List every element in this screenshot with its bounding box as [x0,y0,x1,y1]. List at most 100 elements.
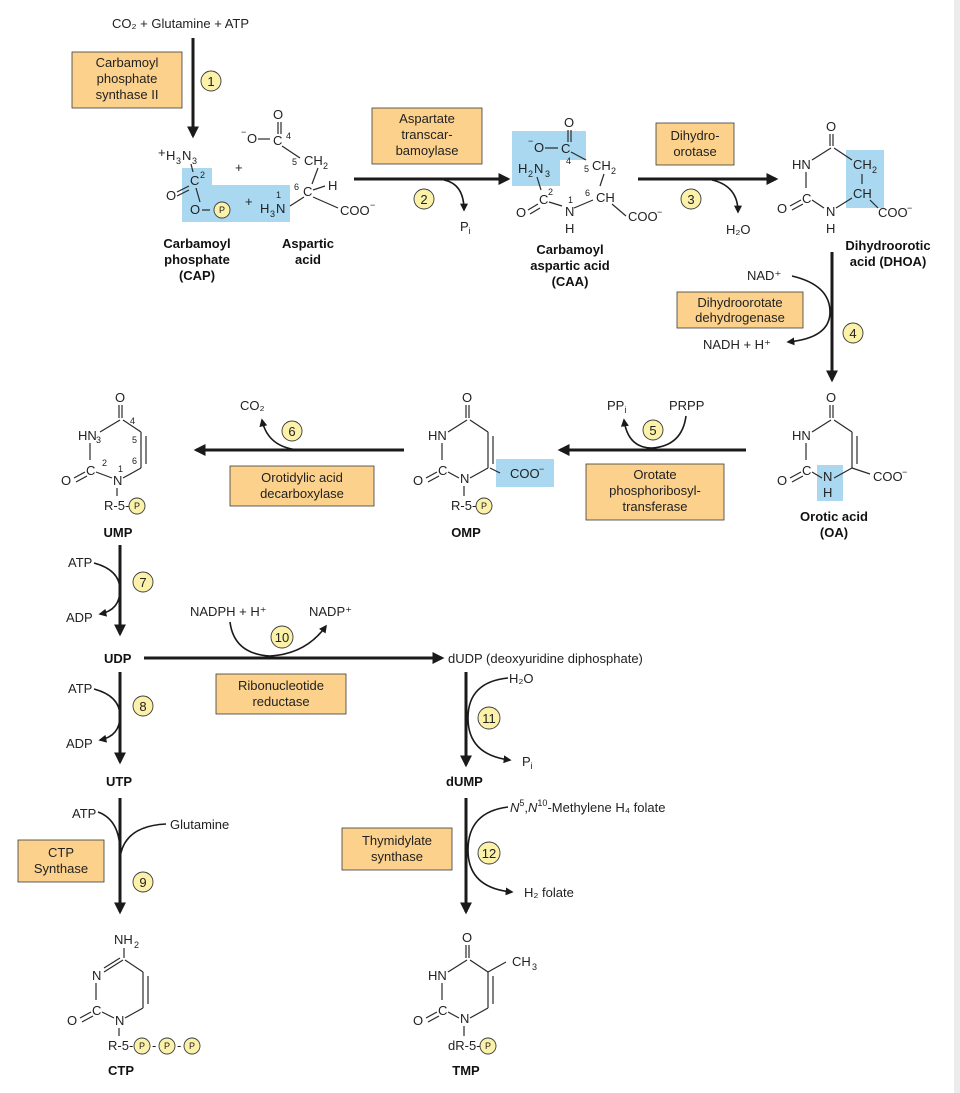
pi-release-arrow-2 [443,179,468,212]
ppi-product: PPi [607,398,626,415]
svg-text:O: O [247,131,257,146]
svg-text:O: O [413,473,423,488]
svg-text:HN: HN [792,157,811,172]
atp-arrow-7 [93,562,121,617]
svg-text:4: 4 [566,156,571,166]
svg-text:dehydrogenase: dehydrogenase [695,310,785,325]
svg-text:P: P [189,1041,195,1051]
svg-text:bamoylase: bamoylase [396,143,459,158]
atp-7: ATP [68,555,92,570]
svg-text:O: O [777,201,787,216]
label-dihydroorotic-acid: Dihydroorotic acid (DHOA) [845,238,930,269]
svg-text:4: 4 [286,131,291,141]
svg-text:H: H [565,221,574,236]
atp-arrow-8 [93,688,121,743]
svg-text:aspartic acid: aspartic acid [530,258,610,273]
step-4-badge: 4 [842,322,864,344]
svg-text:3: 3 [176,156,181,166]
co2-release-arrow [259,418,301,451]
svg-text:O: O [61,473,71,488]
svg-text:phosphoribosyl-: phosphoribosyl- [609,483,701,498]
svg-text:P: P [485,1041,491,1051]
svg-text:3: 3 [532,962,537,972]
svg-text:transferase: transferase [622,499,687,514]
svg-text:(OA): (OA) [820,525,848,540]
step-8-badge: 8 [132,695,154,717]
svg-text:N: N [823,469,832,484]
svg-text:(CAP): (CAP) [179,268,215,283]
svg-text:1: 1 [276,190,281,200]
svg-text:4: 4 [849,326,856,341]
glutamine-9: Glutamine [170,817,229,832]
glutamine-arrow-9 [119,823,167,859]
svg-text:dR-5-: dR-5- [448,1038,481,1053]
enzyme-carbamoyl-phosphate-synthase: Carbamoyl phosphate synthase II [71,51,183,109]
water-release-arrow-3 [711,179,742,214]
svg-text:C: C [86,463,95,478]
svg-text:decarboxylase: decarboxylase [260,486,344,501]
svg-text:N: N [534,161,543,176]
svg-text:Orotic acid: Orotic acid [800,509,868,524]
omp-structure: O HN C O N COO− R-5- P [413,390,554,515]
svg-text:H: H [518,161,527,176]
svg-text:N: N [92,968,101,983]
label-aspartic-acid: Aspartic acid [282,236,334,267]
svg-text:CH: CH [512,954,531,969]
svg-text:5: 5 [649,423,656,438]
svg-text:C: C [92,1003,101,1018]
svg-text:O: O [115,390,125,405]
svg-text:−: − [370,200,375,210]
svg-text:Aspartic: Aspartic [282,236,334,251]
nadph-cofactor: NADPH + H⁺ [190,604,267,619]
svg-text:O: O [462,930,472,945]
svg-text:2: 2 [420,192,427,207]
svg-text:phosphate: phosphate [164,252,230,267]
svg-text:10: 10 [275,630,289,645]
svg-text:N: N [113,473,122,488]
svg-text:synthase II: synthase II [96,87,159,102]
nadph-arrow [229,621,327,657]
adp-7: ADP [66,610,93,625]
step-1-badge: 1 [200,70,222,92]
svg-text:-: - [152,1038,156,1053]
methylene-folate-cofactor: N5,N10-Methylene H₄ folate [510,798,665,815]
svg-text:−: − [528,136,533,146]
prpp-arrow [620,415,687,449]
svg-text:2: 2 [872,165,877,175]
svg-text:C: C [273,133,282,148]
label-dudp: dUDP (deoxyuridine diphosphate) [448,651,643,666]
step-2-badge: 2 [413,188,435,210]
svg-text:H: H [826,221,835,236]
svg-text:R-5-: R-5- [108,1038,133,1053]
svg-text:N: N [826,204,835,219]
svg-text:+: + [245,194,253,209]
step-11-badge: 11 [477,706,501,730]
svg-text:−: − [539,464,544,474]
svg-text:C: C [190,173,199,188]
svg-text:4: 4 [130,416,135,426]
svg-text:3: 3 [192,156,197,166]
svg-text:COO: COO [340,203,370,218]
svg-text:CH: CH [592,158,611,173]
svg-text:N: N [460,471,469,486]
label-carbamoyl-phosphate: Carbamoyl phosphate (CAP) [163,236,230,283]
svg-text:7: 7 [139,575,146,590]
svg-text:O: O [516,205,526,220]
label-udp: UDP [104,651,132,666]
svg-text:Carbamoyl: Carbamoyl [536,242,603,257]
svg-text:2: 2 [134,940,139,950]
svg-text:(CAA): (CAA) [552,274,589,289]
svg-text:N: N [460,1011,469,1026]
svg-text:O: O [777,473,787,488]
label-dump: dUMP [446,774,483,789]
pi-product-11: Pi [522,754,533,771]
svg-text:P: P [481,501,487,511]
prpp-cofactor: PRPP [669,398,704,413]
svg-text:3: 3 [687,192,694,207]
svg-text:Thymidylate: Thymidylate [362,833,432,848]
svg-text:Carbamoyl: Carbamoyl [96,55,159,70]
